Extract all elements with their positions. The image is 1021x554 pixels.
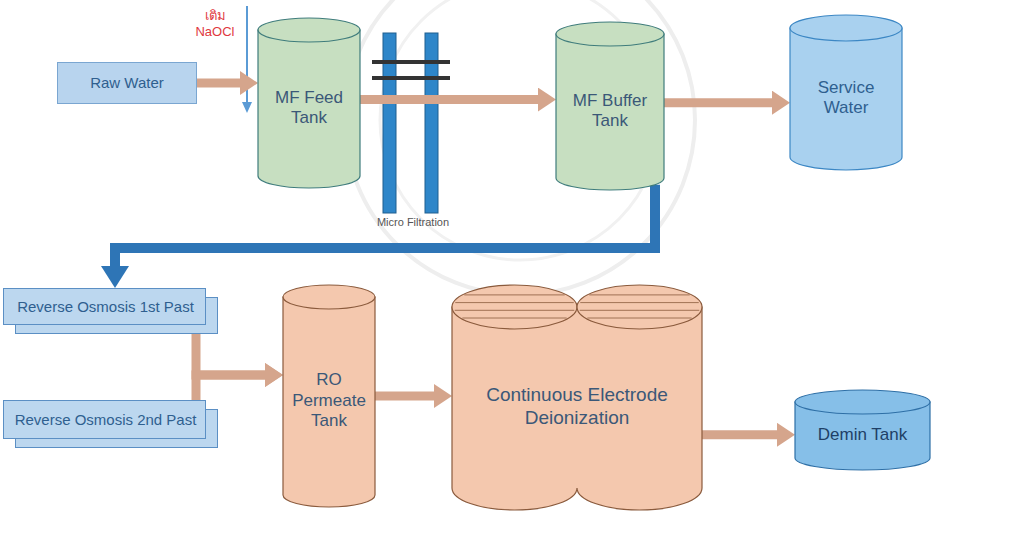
node-label: MF Buffer Tank xyxy=(562,91,658,132)
cedi-unit: Continuous Electrode Deionization xyxy=(452,285,702,510)
flow-arrow xyxy=(360,95,538,104)
node-label: Reverse Osmosis 1st Past xyxy=(11,298,200,316)
flow-arrow xyxy=(196,334,265,375)
dosing-note: เติม NaOCl xyxy=(188,8,242,39)
service-water-tank: Service Water xyxy=(790,15,902,170)
flow-arrow xyxy=(115,185,655,266)
ro-unit: Reverse Osmosis 2nd Past xyxy=(3,400,218,448)
flow-arrow xyxy=(197,79,240,88)
node-label: Continuous Electrode Deionization xyxy=(460,384,694,430)
ro-unit: Reverse Osmosis 1st Past xyxy=(3,288,218,334)
buffer-tank: MF Buffer Tank xyxy=(556,22,664,190)
node-label: RO Permeate Tank xyxy=(289,370,369,431)
node-label: Raw Water xyxy=(65,74,189,92)
flow-arrow xyxy=(664,98,772,107)
node-label: Demin Tank xyxy=(801,425,924,445)
flow-arrow xyxy=(196,375,265,400)
node-label: MF Feed Tank xyxy=(264,88,354,129)
source-box: Raw Water xyxy=(57,62,197,104)
node-label: Service Water xyxy=(796,78,896,119)
equipment-label: Micro Filtration xyxy=(358,216,468,229)
demin-tank: Demin Tank xyxy=(795,390,930,470)
flow-arrow xyxy=(702,430,777,439)
flow-arrow xyxy=(375,392,434,401)
node-label: Reverse Osmosis 2nd Past xyxy=(11,411,200,429)
permeate-tank: RO Permeate Tank xyxy=(283,285,375,507)
feed-tank: MF Feed Tank xyxy=(258,18,360,188)
